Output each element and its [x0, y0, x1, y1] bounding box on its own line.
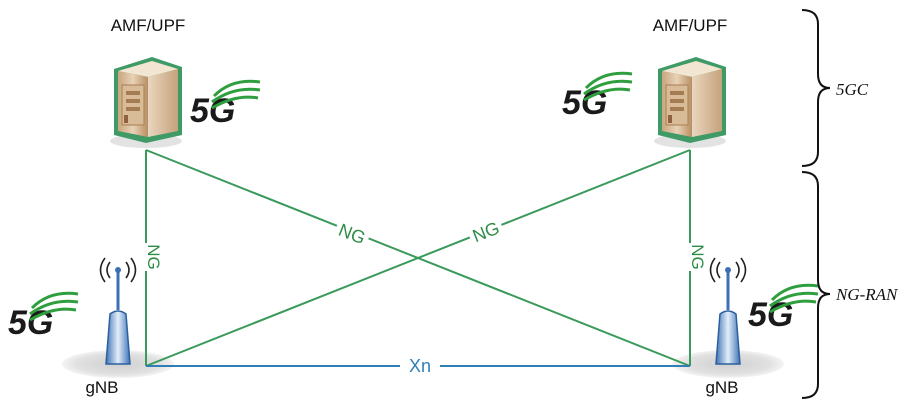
brace-5gc [801, 9, 831, 167]
logo-5g-core-right [560, 71, 634, 124]
brace-ng-ran [801, 171, 831, 399]
ng-label-right-vertical: NG [688, 244, 707, 270]
core-right-label: AMF/UPF [653, 16, 728, 35]
server-right-icon [653, 56, 727, 149]
bracket-label-ng-ran: NG-RAN [835, 285, 899, 304]
server-left-icon [109, 56, 183, 149]
logo-5g-gnb-right [746, 283, 820, 336]
gnb-right-label: gNB [705, 378, 738, 397]
logo-5g-core-left [188, 79, 262, 132]
gnb-left-icon [60, 256, 176, 380]
logo-5g-gnb-left [6, 291, 80, 344]
ng-label-left-vertical: NG [144, 244, 163, 270]
xn-label: Xn [409, 356, 431, 376]
ng-link-cross-up [145, 149, 691, 367]
core-left-label: AMF/UPF [111, 16, 186, 35]
bracket-label-5gc: 5GC [836, 80, 869, 99]
gnb-left-label: gNB [85, 378, 118, 397]
